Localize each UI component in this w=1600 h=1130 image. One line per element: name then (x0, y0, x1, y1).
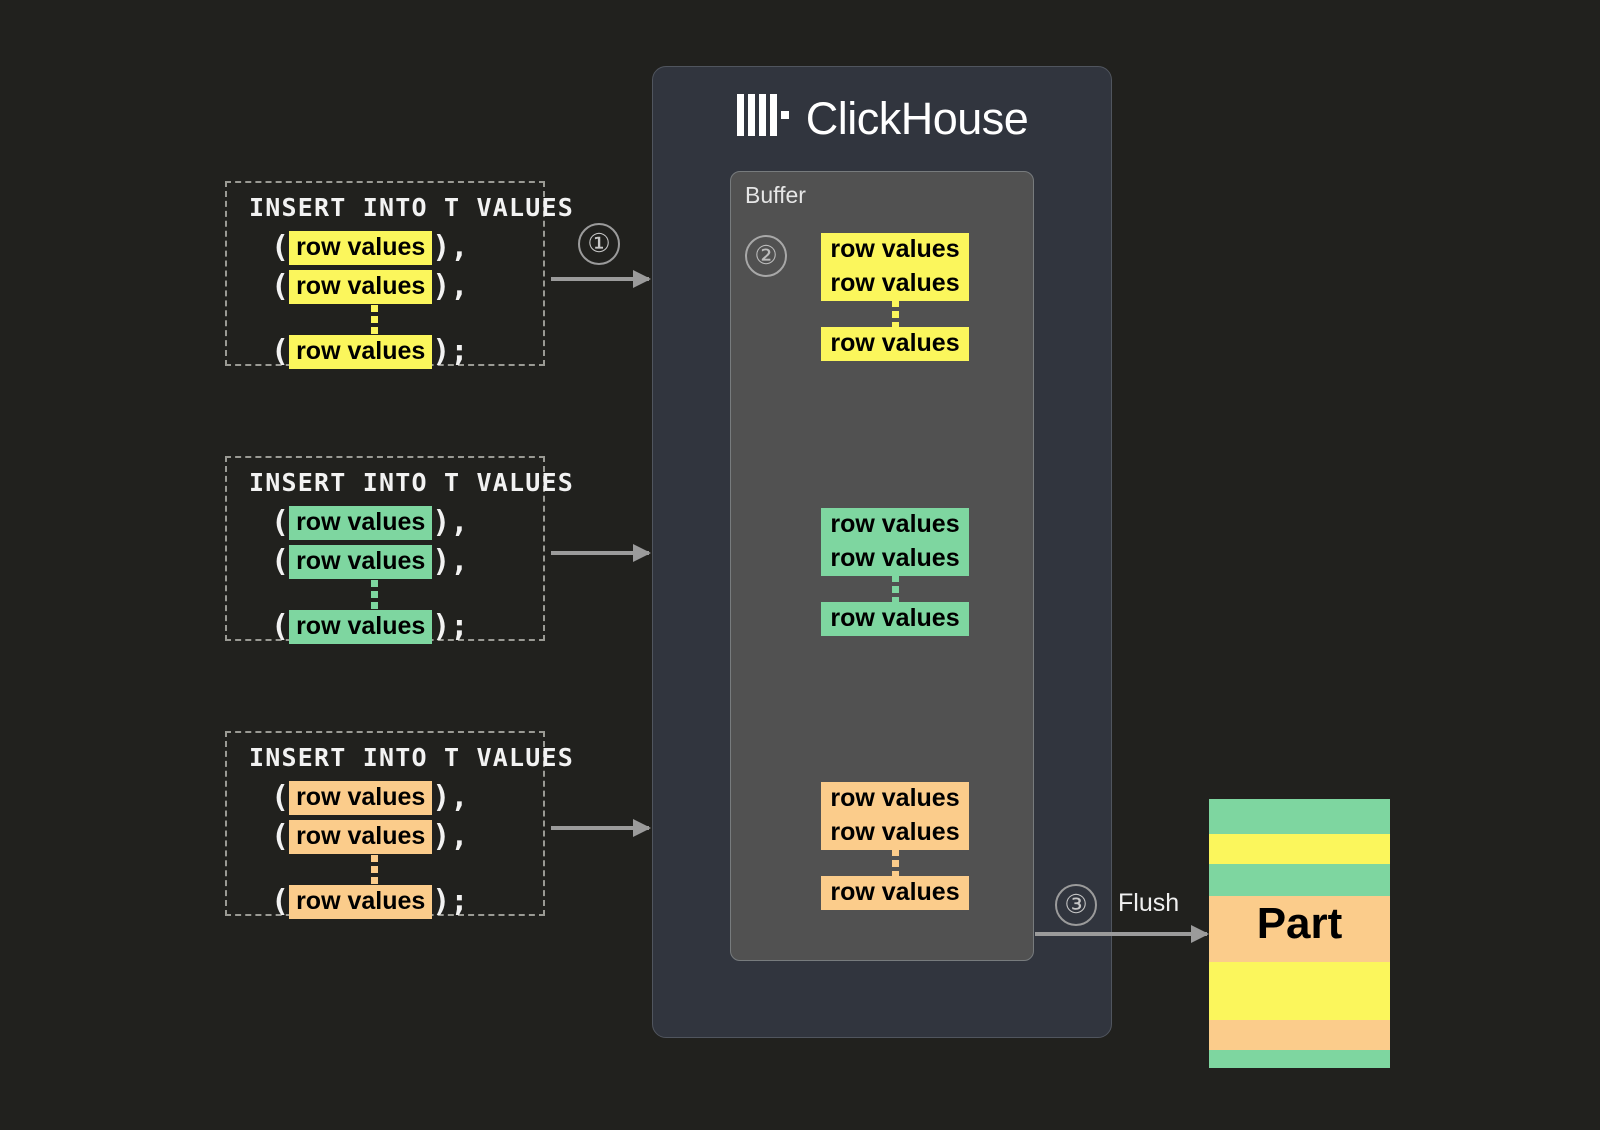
buffer-row: row values (795, 542, 995, 576)
step-marker-2: ② (745, 235, 787, 277)
arrow-flush-to-part (1035, 925, 1209, 943)
arrow-insert-to-clickhouse-3 (551, 819, 651, 837)
open-paren: ( (271, 608, 290, 644)
part-band (1209, 896, 1390, 962)
open-paren: ( (271, 543, 290, 579)
insert-header: INSERT INTO T VALUES (249, 193, 575, 222)
part-band (1209, 962, 1390, 1020)
part-label: Part (1256, 899, 1343, 948)
insert-statement-block-green: INSERT INTO T VALUES (row values),(row v… (225, 456, 575, 644)
clickhouse-title-text: ClickHouse (805, 93, 1029, 144)
part-bands (1209, 799, 1390, 1068)
row-values-chip: row values (821, 233, 969, 267)
buffer-row: row values (795, 508, 995, 542)
row-values-chip: row values (289, 505, 433, 540)
row-values-chip: row values (821, 542, 969, 576)
arrow-insert-to-clickhouse-2 (551, 544, 651, 562)
row-values-chip: row values (289, 269, 433, 304)
row-values-chip: row values (289, 334, 433, 369)
insert-statement-block-orange: INSERT INTO T VALUES (row values),(row v… (225, 731, 575, 919)
vertical-ellipsis (795, 574, 995, 604)
close-paren: ); (432, 608, 469, 644)
open-paren: ( (271, 883, 290, 919)
buffer-label: Buffer (745, 182, 806, 208)
close-paren: ), (432, 504, 469, 540)
open-paren: ( (271, 333, 290, 369)
close-paren: ), (432, 818, 469, 854)
buffer-row: row values (795, 327, 995, 361)
part-block: Part (1209, 799, 1390, 1068)
row-values-chip: row values (821, 327, 969, 361)
insert-value-row: (row values); (241, 882, 529, 921)
row-values-chip: row values (289, 544, 433, 579)
row-values-chip: row values (821, 782, 969, 816)
insert-header: INSERT INTO T VALUES (249, 468, 575, 497)
arrow-insert-to-clickhouse-1 (551, 270, 651, 288)
row-values-chip: row values (821, 816, 969, 850)
buffer-row: row values (795, 602, 995, 636)
row-values-chip: row values (289, 884, 433, 919)
insert-value-row: (row values), (241, 817, 529, 856)
insert-value-row: (row values), (241, 267, 529, 306)
close-paren: ); (432, 883, 469, 919)
clickhouse-title-row: ClickHouse (653, 93, 1111, 147)
row-values-chip: row values (821, 508, 969, 542)
open-paren: ( (271, 818, 290, 854)
close-paren: ), (432, 543, 469, 579)
insert-value-row: (row values), (241, 542, 529, 581)
row-values-chip: row values (289, 819, 433, 854)
vertical-ellipsis (241, 579, 529, 609)
insert-rows: (row values),(row values),(row values); (241, 228, 529, 371)
part-band (1209, 1050, 1390, 1068)
part-band (1209, 864, 1390, 896)
close-paren: ), (432, 268, 469, 304)
row-values-chip: row values (821, 602, 969, 636)
clickhouse-logo-icon (736, 94, 792, 147)
row-values-chip: row values (289, 230, 433, 265)
open-paren: ( (271, 504, 290, 540)
insert-rows: (row values),(row values),(row values); (241, 503, 529, 646)
insert-statement-block-yellow: INSERT INTO T VALUES (row values),(row v… (225, 181, 575, 369)
insert-rows: (row values),(row values),(row values); (241, 778, 529, 921)
close-paren: ); (432, 333, 469, 369)
buffer-row: row values (795, 267, 995, 301)
row-values-chip: row values (821, 267, 969, 301)
insert-value-row: (row values); (241, 332, 529, 371)
vertical-ellipsis (241, 854, 529, 884)
row-values-chip: row values (821, 876, 969, 910)
step-marker-3: ③ (1055, 884, 1097, 926)
part-band (1209, 1020, 1390, 1050)
open-paren: ( (271, 779, 290, 815)
vertical-ellipsis (795, 848, 995, 878)
flush-label: Flush (1118, 889, 1180, 917)
part-band (1209, 834, 1390, 864)
buffer-row: row values (795, 876, 995, 910)
open-paren: ( (271, 268, 290, 304)
vertical-ellipsis (241, 304, 529, 334)
vertical-ellipsis (795, 299, 995, 329)
insert-value-row: (row values), (241, 228, 529, 267)
insert-header: INSERT INTO T VALUES (249, 743, 575, 772)
open-paren: ( (271, 229, 290, 265)
insert-value-row: (row values), (241, 503, 529, 542)
buffer-row: row values (795, 782, 995, 816)
buffer-row: row values (795, 816, 995, 850)
insert-value-row: (row values); (241, 607, 529, 646)
part-band (1209, 799, 1390, 834)
buffer-row: row values (795, 233, 995, 267)
row-values-chip: row values (289, 609, 433, 644)
step-marker-1: ① (578, 223, 620, 265)
close-paren: ), (432, 779, 469, 815)
close-paren: ), (432, 229, 469, 265)
row-values-chip: row values (289, 780, 433, 815)
insert-value-row: (row values), (241, 778, 529, 817)
